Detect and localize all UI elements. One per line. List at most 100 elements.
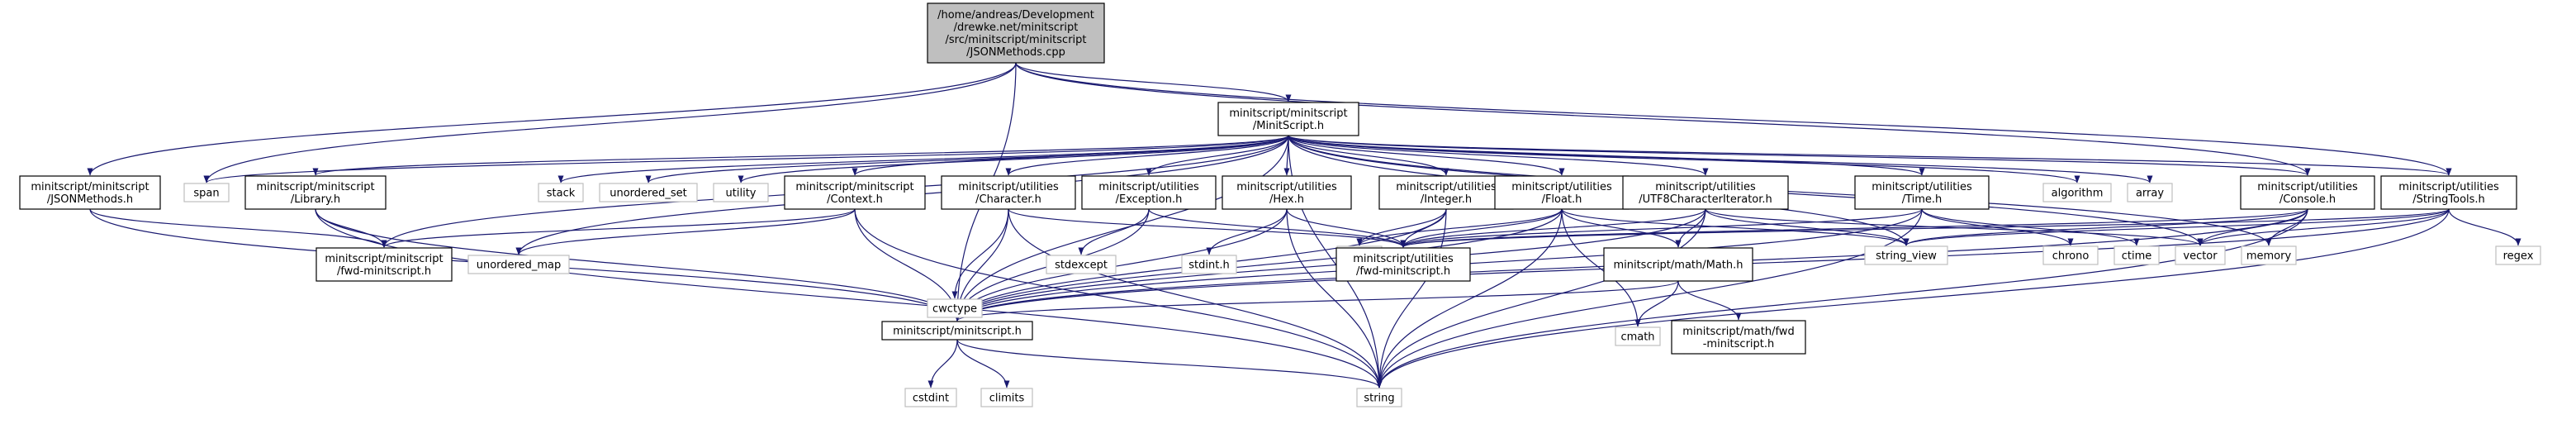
node-label-line: /Context.h xyxy=(827,193,883,206)
edge-minitscript-h-main-to-stringtools-h xyxy=(1288,135,2451,176)
node-box xyxy=(1494,175,1630,210)
edge-minitscript-h-main-to-float-h xyxy=(1288,135,1565,176)
node-label-line: /fwd-minitscript.h xyxy=(1356,265,1450,278)
node-label-line: unordered_set xyxy=(610,188,686,200)
edge-console-h-to-string xyxy=(1376,208,2308,388)
node-label-line: minitscript/utilities xyxy=(1098,181,1199,193)
node-unordered-map: unordered_map xyxy=(467,255,570,274)
node-label-line: /fwd-minitscript.h xyxy=(337,265,431,278)
edge-hex-h-to-string xyxy=(1286,208,1383,388)
node-array: array xyxy=(2127,183,2173,202)
node-box xyxy=(941,175,1076,210)
edge-console-h-to-vector xyxy=(2197,208,2308,246)
edge-minitscript-h-main-to-character-h xyxy=(1005,135,1289,176)
node-character-h[interactable]: minitscript/utilities/Character.h xyxy=(941,175,1076,210)
node-label-line: span xyxy=(193,188,219,200)
edge-context-h-to-fwd-mm xyxy=(381,208,856,248)
node-label-line: -minitscript.h xyxy=(1703,338,1775,350)
node-label-line: stdexcept xyxy=(1055,260,1108,272)
node-vector: vector xyxy=(2175,245,2226,265)
node-label-line: /drewke.net/minitscript xyxy=(954,21,1079,34)
node-label-line: /StringTools.h xyxy=(2412,193,2485,206)
node-label-line: minitscript/utilities xyxy=(1396,181,1497,193)
node-box xyxy=(2127,183,2173,202)
edge-stringtools-h-to-regex xyxy=(2448,208,2521,246)
node-integer-h[interactable]: minitscript/utilities/Integer.h xyxy=(1378,175,1514,210)
node-stringtools-h[interactable]: minitscript/utilities/StringTools.h xyxy=(2380,175,2517,210)
node-context-h[interactable]: minitscript/minitscript/Context.h xyxy=(784,175,926,210)
node-box xyxy=(1181,255,1237,274)
edge-minitscript-h-main-to-context-h xyxy=(852,135,1289,176)
node-cmath: cmath xyxy=(1615,326,1661,346)
node-label-line: string xyxy=(1364,393,1394,405)
edge-minitscript-h-main-to-console-h xyxy=(1288,135,2311,176)
node-exception-h[interactable]: minitscript/utilities/Exception.h xyxy=(1081,175,1217,210)
node-library-h[interactable]: minitscript/minitscript/Library.h xyxy=(244,175,387,210)
node-label-line: minitscript/utilities xyxy=(1236,181,1337,193)
node-label-line: /JSONMethods.h xyxy=(47,193,133,206)
node-utf8-h[interactable]: minitscript/utilities/UTF8CharacterItera… xyxy=(1622,175,1789,210)
node-label-line: /Character.h xyxy=(975,193,1041,206)
node-box xyxy=(2380,175,2517,210)
node-cstdint: cstdint xyxy=(904,388,957,407)
edge-float-h-to-math-h xyxy=(1561,208,1682,248)
node-root[interactable]: /home/andreas/Development/drewke.net/min… xyxy=(927,2,1105,64)
node-box xyxy=(1081,175,1217,210)
node-label-line: minitscript/math/Math.h xyxy=(1613,260,1743,272)
edge-library-h-to-string xyxy=(315,208,1383,388)
node-hex-h[interactable]: minitscript/utilities/Hex.h xyxy=(1222,175,1352,210)
edge-utf8-h-to-fwd-mu xyxy=(1400,208,1706,248)
node-label-line: cmath xyxy=(1620,331,1654,344)
node-minitscript-h-main[interactable]: minitscript/minitscript/MinitScript.h xyxy=(1217,102,1359,136)
node-box xyxy=(2042,183,2112,202)
edge-jsonmethods-h-to-fwd-mm xyxy=(89,208,387,248)
node-label-line: chrono xyxy=(2052,250,2090,263)
node-label-line: ctime xyxy=(2122,250,2152,263)
node-fwd-math[interactable]: minitscript/math/fwd-minitscript.h xyxy=(1671,320,1806,355)
edge-character-h-to-fwd-mu xyxy=(1008,208,1407,248)
node-box xyxy=(1615,326,1661,346)
node-label-line: minitscript/utilities xyxy=(2398,181,2499,193)
edge-root-to-console-h xyxy=(1015,62,2311,176)
edge-float-h-to-string-view xyxy=(1561,208,1909,246)
node-box xyxy=(927,2,1105,64)
node-fwd-mm[interactable]: minitscript/minitscript/fwd-minitscript.… xyxy=(315,247,453,282)
edge-stringtools-h-to-vector xyxy=(2197,208,2450,246)
node-fwd-mu[interactable]: minitscript/utilities/fwd-minitscript.h xyxy=(1335,247,1471,282)
node-label-line: /Time.h xyxy=(1902,193,1943,206)
node-box xyxy=(467,255,570,274)
node-math-h[interactable]: minitscript/math/Math.h xyxy=(1603,247,1753,282)
edge-hex-h-to-fwd-mu xyxy=(1286,208,1407,248)
node-float-h[interactable]: minitscript/utilities/Float.h xyxy=(1494,175,1630,210)
node-box xyxy=(183,183,230,202)
edge-minitscript-h-to-string xyxy=(956,339,1383,388)
node-label-line: cwctype xyxy=(932,303,977,316)
node-label-line: /MinitScript.h xyxy=(1253,120,1324,132)
node-console-h[interactable]: minitscript/utilities/Console.h xyxy=(2240,175,2375,210)
edge-minitscript-h-to-climits xyxy=(956,339,1010,388)
node-minitscript-h[interactable]: minitscript/minitscript.h xyxy=(881,321,1033,341)
node-box xyxy=(980,388,1033,407)
node-utility: utility xyxy=(713,183,769,202)
node-jsonmethods-h[interactable]: minitscript/minitscript/JSONMethods.h xyxy=(19,175,161,210)
node-label-line: /JSONMethods.cpp xyxy=(966,46,1065,59)
node-box xyxy=(2113,245,2160,265)
edge-time-h-to-ctime xyxy=(1921,208,2140,246)
node-label-line: minitscript/minitscript xyxy=(795,181,913,193)
node-box xyxy=(1378,175,1514,210)
node-time-h[interactable]: minitscript/utilities/Time.h xyxy=(1854,175,1990,210)
node-label-line: unordered_map xyxy=(477,260,562,272)
node-label-line: array xyxy=(2136,188,2164,200)
edge-root-to-minitscript-h-main xyxy=(1015,62,1292,102)
edge-math-h-to-cmath xyxy=(1634,280,1679,327)
node-label-line: string_view xyxy=(1876,250,1937,263)
node-label-line: utility xyxy=(726,188,757,200)
node-box xyxy=(538,183,584,202)
node-cwctype: cwctype xyxy=(927,298,983,318)
edge-minitscript-h-main-to-span xyxy=(203,135,1289,183)
node-label-line: /Integer.h xyxy=(1421,193,1472,206)
edge-float-h-to-string xyxy=(1376,208,1563,388)
edge-math-h-to-minitscript-h xyxy=(954,280,1679,322)
node-box xyxy=(1046,255,1117,274)
edge-minitscript-h-main-to-exception-h xyxy=(1146,135,1289,176)
